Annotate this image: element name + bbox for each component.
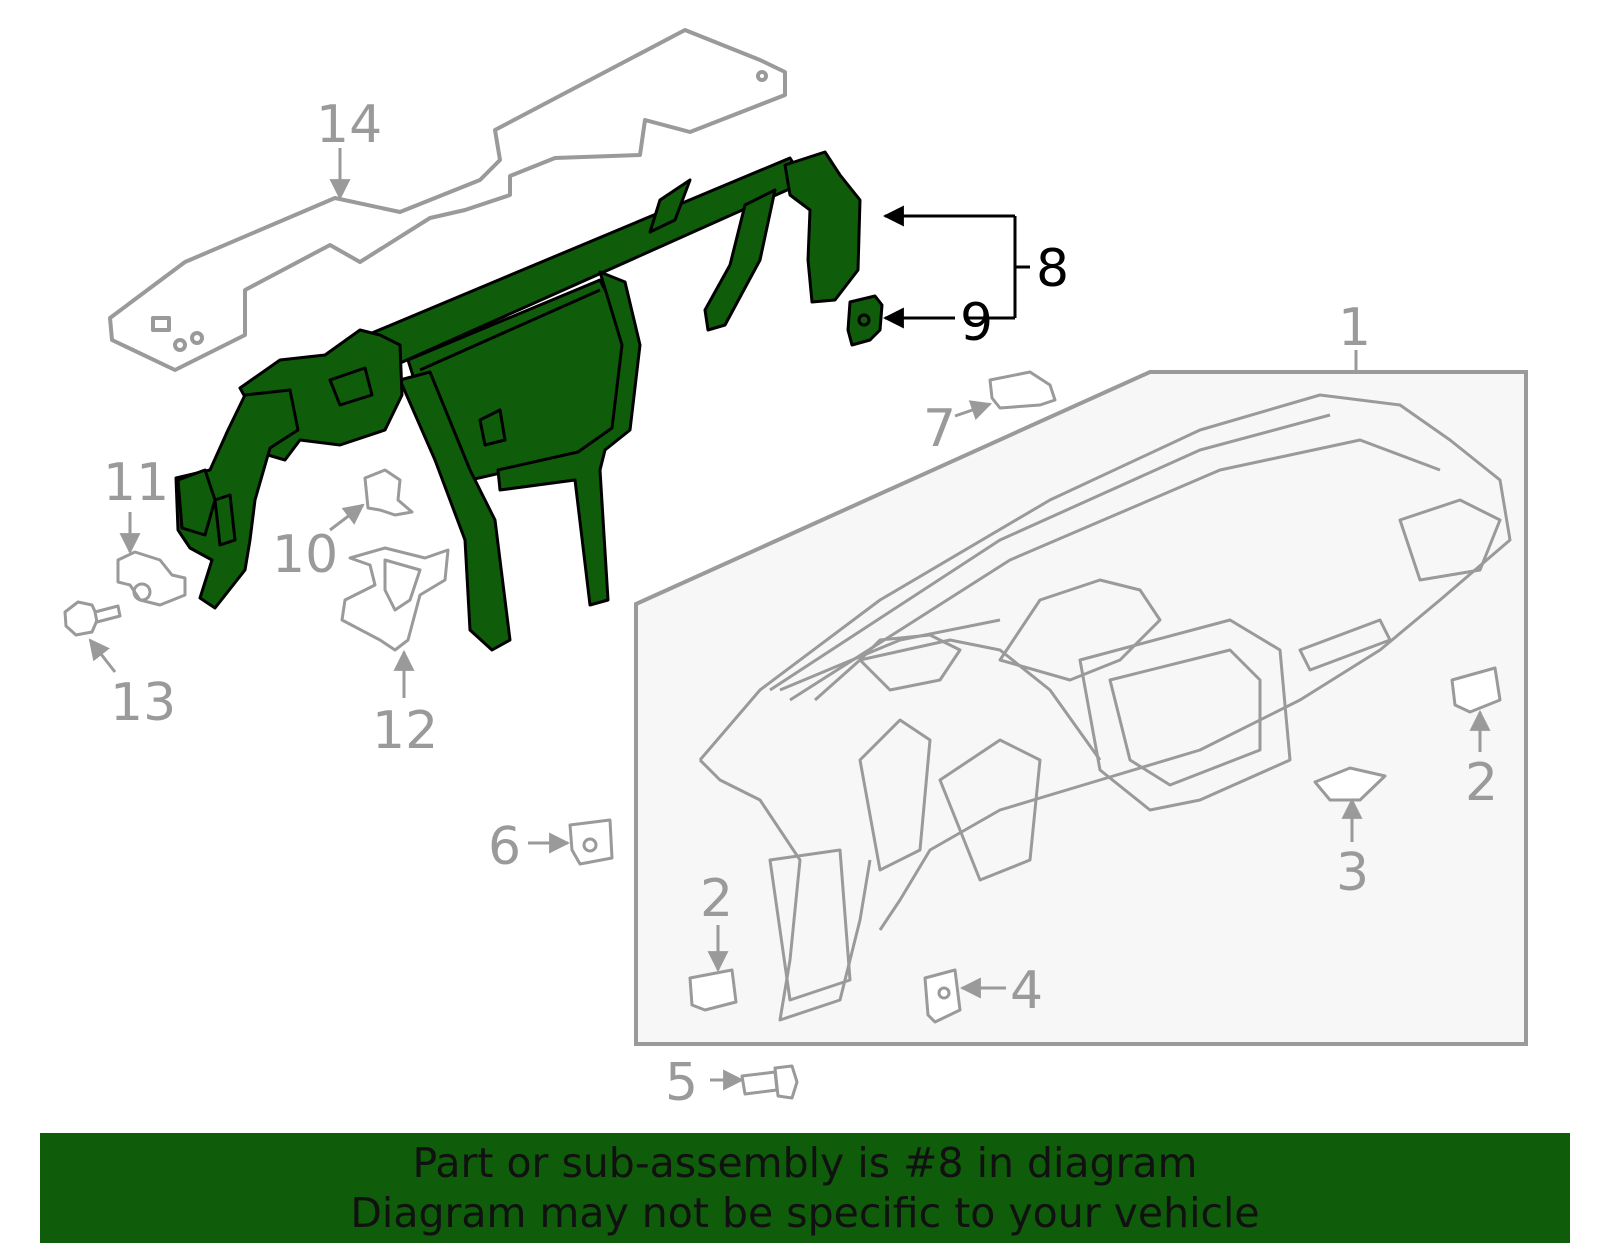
callout-14: 14 [316,95,382,155]
part-9-bracket [846,294,884,347]
part-7-clip [988,370,1057,410]
part-3-clip [1313,766,1387,802]
callout-7: 7 [923,399,956,459]
callout-2-left: 2 [700,869,733,929]
callout-9: 9 [960,293,993,353]
callout-3: 3 [1336,843,1369,903]
part-10-bracket [363,468,414,517]
part-13-bolt [63,600,122,637]
callout-13: 13 [110,673,176,733]
part-4-nut [923,968,962,1024]
leader-lines [88,148,1491,1091]
part-6-clip [568,818,614,866]
part-2-clip-left [688,968,738,1012]
part-11-bracket [116,550,187,607]
part-5-bolt [740,1064,799,1100]
callout-10: 10 [272,525,338,585]
callouts: 14 11 10 12 13 7 8 9 1 2 3 2 4 5 6 [103,95,1498,1113]
callout-12: 12 [372,701,438,761]
part-12-bracket [340,546,450,652]
part-2-clip-right [1450,666,1502,714]
callout-8: 8 [1036,239,1069,299]
info-banner: Part or sub-assembly is #8 in diagram Di… [40,1133,1570,1243]
banner-line-2: Diagram may not be specific to your vehi… [350,1189,1260,1237]
banner-line-1: Part or sub-assembly is #8 in diagram [412,1139,1198,1187]
part-1-instrument-panel [634,370,1528,1046]
callout-4: 4 [1010,961,1043,1021]
part-14-insulator [108,28,787,372]
callout-2-right: 2 [1465,753,1498,813]
part-8-cross-car-beam [174,150,862,652]
callout-11: 11 [103,453,169,513]
callout-6: 6 [488,817,521,877]
callout-5: 5 [665,1053,698,1113]
callout-1: 1 [1338,298,1371,358]
